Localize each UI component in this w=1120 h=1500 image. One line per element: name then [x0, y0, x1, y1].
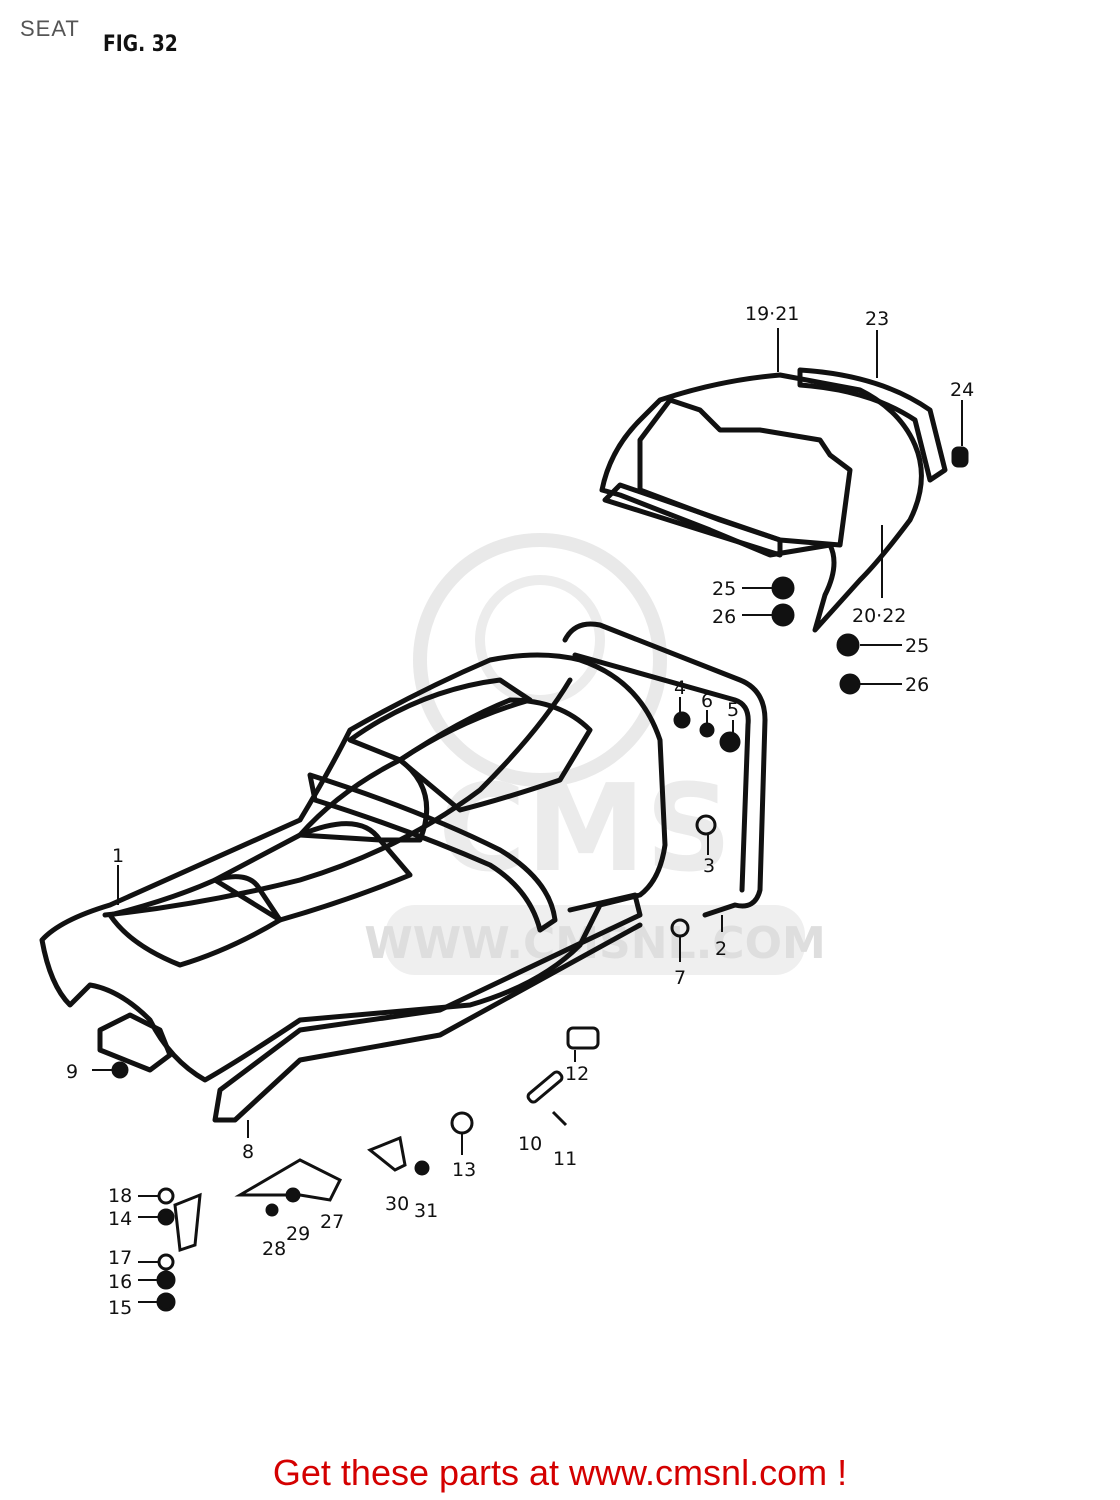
seat-panel-back [347, 677, 533, 763]
callout-20-22: 20·22 [852, 605, 906, 627]
tail-tray [602, 482, 783, 558]
callout-18: 18 [108, 1185, 132, 1207]
callout-1: 1 [112, 845, 124, 867]
screw-11 [551, 1110, 568, 1127]
callout-8: 8 [242, 1141, 254, 1163]
grab-rail [562, 621, 768, 918]
callout-4: 4 [674, 677, 686, 699]
grab-rail-inner [572, 652, 751, 893]
cap-5 [719, 731, 741, 753]
bolt-4 [673, 711, 691, 729]
callout-26b: 26 [905, 674, 929, 696]
parts-shop-link[interactable]: Get these parts at www.cmsnl.com ! [272, 1452, 848, 1493]
seat-outline [39, 652, 668, 1083]
callout-25a: 25 [712, 578, 736, 600]
callout-29: 29 [286, 1223, 310, 1245]
nut-26b [839, 673, 861, 695]
callout-27: 27 [320, 1211, 344, 1233]
callout-3: 3 [703, 855, 715, 877]
callout-13: 13 [452, 1159, 476, 1181]
seat-strap [307, 772, 558, 933]
washer-25b [836, 633, 860, 657]
washer-14 [157, 1208, 175, 1226]
tail-trim-strip [797, 367, 948, 483]
clip-24 [951, 446, 969, 468]
callout-17: 17 [108, 1247, 132, 1269]
watermark-logo-inner [475, 575, 605, 705]
nut-9 [111, 1061, 129, 1079]
figure-label: FIG. 32 [103, 32, 178, 57]
watermark-url: WWW.CMSNL.COM [364, 918, 826, 969]
hook-10 [526, 1070, 564, 1104]
callout-6: 6 [701, 690, 713, 712]
callout-28: 28 [262, 1238, 286, 1260]
callout-10: 10 [518, 1133, 542, 1155]
washer-29 [285, 1187, 301, 1203]
cushion-3 [695, 814, 717, 836]
watermark-logo-circle [413, 533, 667, 787]
callout-12: 12 [565, 1063, 589, 1085]
seat-panel-mid [212, 821, 413, 923]
bracket-14 [173, 1192, 202, 1253]
tail-cowl-body [599, 372, 924, 633]
watermark: CMS WWW.CMSNL.COM [364, 533, 826, 975]
leader-lines [92, 328, 963, 1303]
callout-15: 15 [108, 1297, 132, 1319]
callout-9: 9 [66, 1061, 78, 1083]
hardware-parts [111, 446, 969, 1312]
callout-2: 2 [715, 938, 727, 960]
callout-16: 16 [108, 1271, 132, 1293]
callout-24: 24 [950, 379, 974, 401]
seat-assembly [39, 621, 768, 1123]
washer-25a [771, 576, 795, 600]
front-hinge [97, 1012, 173, 1073]
nut-15 [156, 1292, 176, 1312]
washer-17 [157, 1253, 175, 1271]
grommet-13 [450, 1111, 474, 1135]
callout-25b: 25 [905, 635, 929, 657]
bolt-7 [670, 918, 690, 938]
washer-6 [699, 722, 715, 738]
washer-16 [156, 1270, 176, 1290]
callout-23: 23 [865, 308, 889, 330]
watermark-logo-text: CMS [438, 760, 732, 899]
callout-11: 11 [553, 1148, 577, 1170]
bracket-30 [367, 1135, 407, 1172]
seat-side-rail [212, 892, 643, 1123]
callout-31: 31 [414, 1200, 438, 1222]
page-title: SEAT [20, 16, 80, 41]
callout-19-21: 19·21 [745, 303, 799, 325]
callout-30: 30 [385, 1193, 409, 1215]
nut-26a [771, 603, 795, 627]
screw-31 [414, 1160, 430, 1176]
tail-cowl [599, 367, 948, 633]
callout-numbers: 1 2 3 4 5 6 7 8 9 10 11 12 13 14 15 16 1… [66, 303, 974, 1319]
callout-7: 7 [674, 967, 686, 989]
callout-14: 14 [108, 1208, 132, 1230]
watermark-banner [385, 905, 805, 975]
washer-18 [157, 1187, 175, 1205]
callout-5: 5 [727, 699, 739, 721]
callout-26a: 26 [712, 606, 736, 628]
seat-top-edge [102, 677, 573, 918]
key-28 [265, 1203, 279, 1217]
stopper-12 [566, 1026, 600, 1050]
